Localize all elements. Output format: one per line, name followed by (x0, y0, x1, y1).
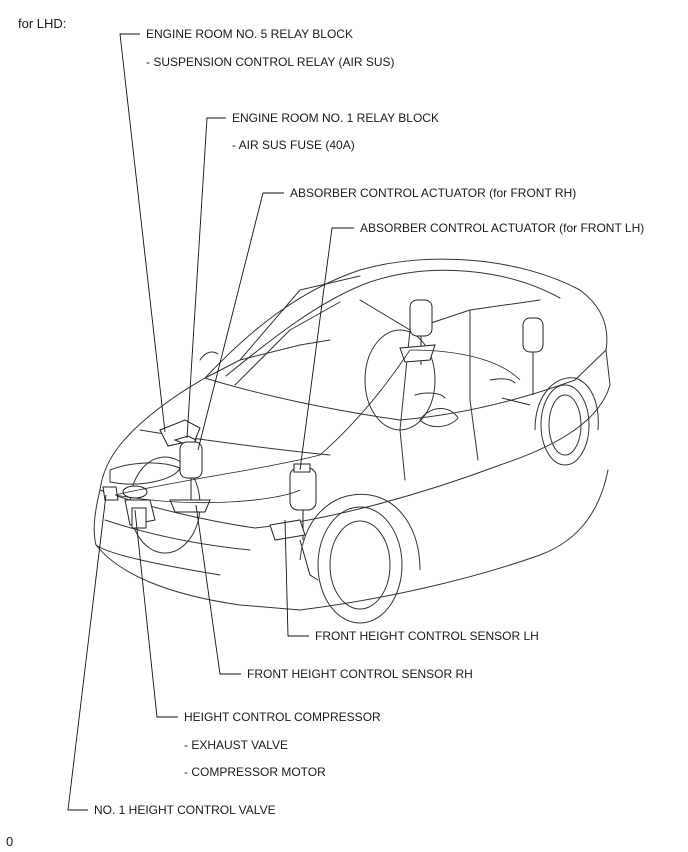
figure-code: 0 (6, 834, 14, 849)
leader-relay-block-5 (119, 33, 166, 433)
leader-height-sensor-lh (284, 519, 309, 637)
air-lines (114, 349, 521, 504)
height-control-valve (102, 486, 119, 501)
label-relay-block-1: ENGINE ROOM NO. 1 RELAY BLOCK (232, 111, 439, 125)
region-title: for LHD: (18, 16, 67, 31)
car-body-outline (93, 258, 611, 611)
label-height-sensor-lh: FRONT HEIGHT CONTROL SENSOR LH (315, 629, 539, 643)
label-relay-block-5-sub: - SUSPENSION CONTROL RELAY (AIR SUS) (146, 55, 395, 69)
leader-height-valve (67, 494, 107, 811)
actuator-lh (289, 467, 317, 511)
wheels (129, 329, 599, 624)
label-compressor: HEIGHT CONTROL COMPRESSOR (184, 710, 381, 724)
label-height-valve: NO. 1 HEIGHT CONTROL VALVE (94, 803, 276, 817)
leader-actuator-lh (299, 227, 354, 471)
label-compressor-sub2: - COMPRESSOR MOTOR (184, 765, 326, 779)
leader-actuator-rh (197, 192, 284, 451)
label-height-sensor-rh: FRONT HEIGHT CONTROL SENSOR RH (247, 667, 473, 681)
leader-relay-block-1 (186, 117, 226, 439)
label-actuator-rh: ABSORBER CONTROL ACTUATOR (for FRONT RH) (290, 186, 577, 200)
wheel-rear-lh (540, 384, 590, 466)
label-actuator-lh: ABSORBER CONTROL ACTUATOR (for FRONT LH) (360, 221, 645, 235)
actuator-rear-rh (409, 299, 433, 337)
suspension-components (102, 299, 544, 581)
label-relay-block-1-sub: - AIR SUS FUSE (40A) (232, 138, 355, 152)
leader-lines (67, 33, 354, 811)
label-relay-block-5: ENGINE ROOM NO. 5 RELAY BLOCK (146, 27, 353, 41)
wheel-front-lh (317, 506, 403, 624)
leader-compressor (134, 509, 178, 718)
label-compressor-sub1: - EXHAUST VALVE (184, 738, 289, 752)
actuator-rear-lh (522, 317, 544, 353)
leader-height-sensor-rh (195, 504, 241, 675)
